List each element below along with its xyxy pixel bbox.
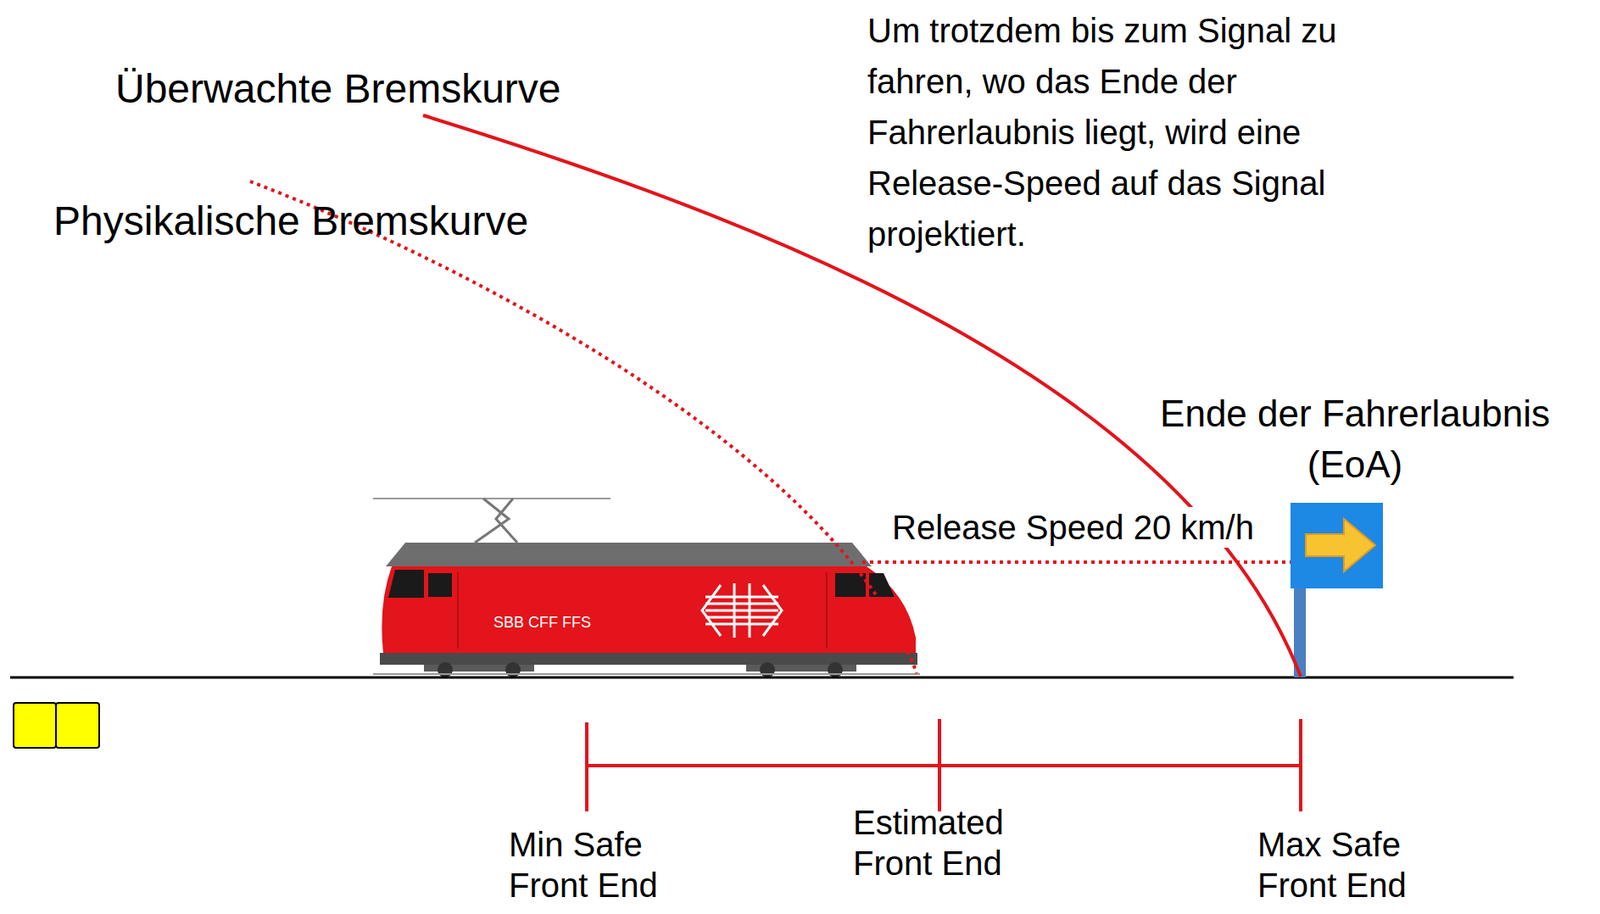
physical-braking-curve — [250, 181, 917, 674]
track — [10, 676, 1514, 680]
position-label: Min Safe Front End — [508, 824, 704, 906]
curve-label: Physikalische Bremskurve — [53, 196, 597, 246]
release-speed-line — [862, 560, 1291, 564]
eoa-label: Ende der Fahrerlaubnis (EoA) — [1117, 388, 1593, 491]
position-bracket — [586, 719, 1301, 812]
release-speed-label: Release Speed 20 km/h — [889, 507, 1257, 548]
locomotive — [373, 498, 920, 678]
signal-board — [1290, 502, 1383, 589]
loco-lettering: SBB CFF FFS — [493, 613, 630, 632]
position-label: Max Safe Front End — [1257, 824, 1453, 906]
note-text: Um trotzdem bis zum Signal zu fahren, wo… — [867, 5, 1444, 260]
etcs-symbol — [13, 702, 56, 748]
curve-label: Überwachte Bremskurve — [115, 64, 658, 114]
position-label: Estimated Front End — [852, 802, 1049, 884]
signal-arrow — [1305, 518, 1376, 572]
etcs-symbol — [55, 702, 100, 748]
